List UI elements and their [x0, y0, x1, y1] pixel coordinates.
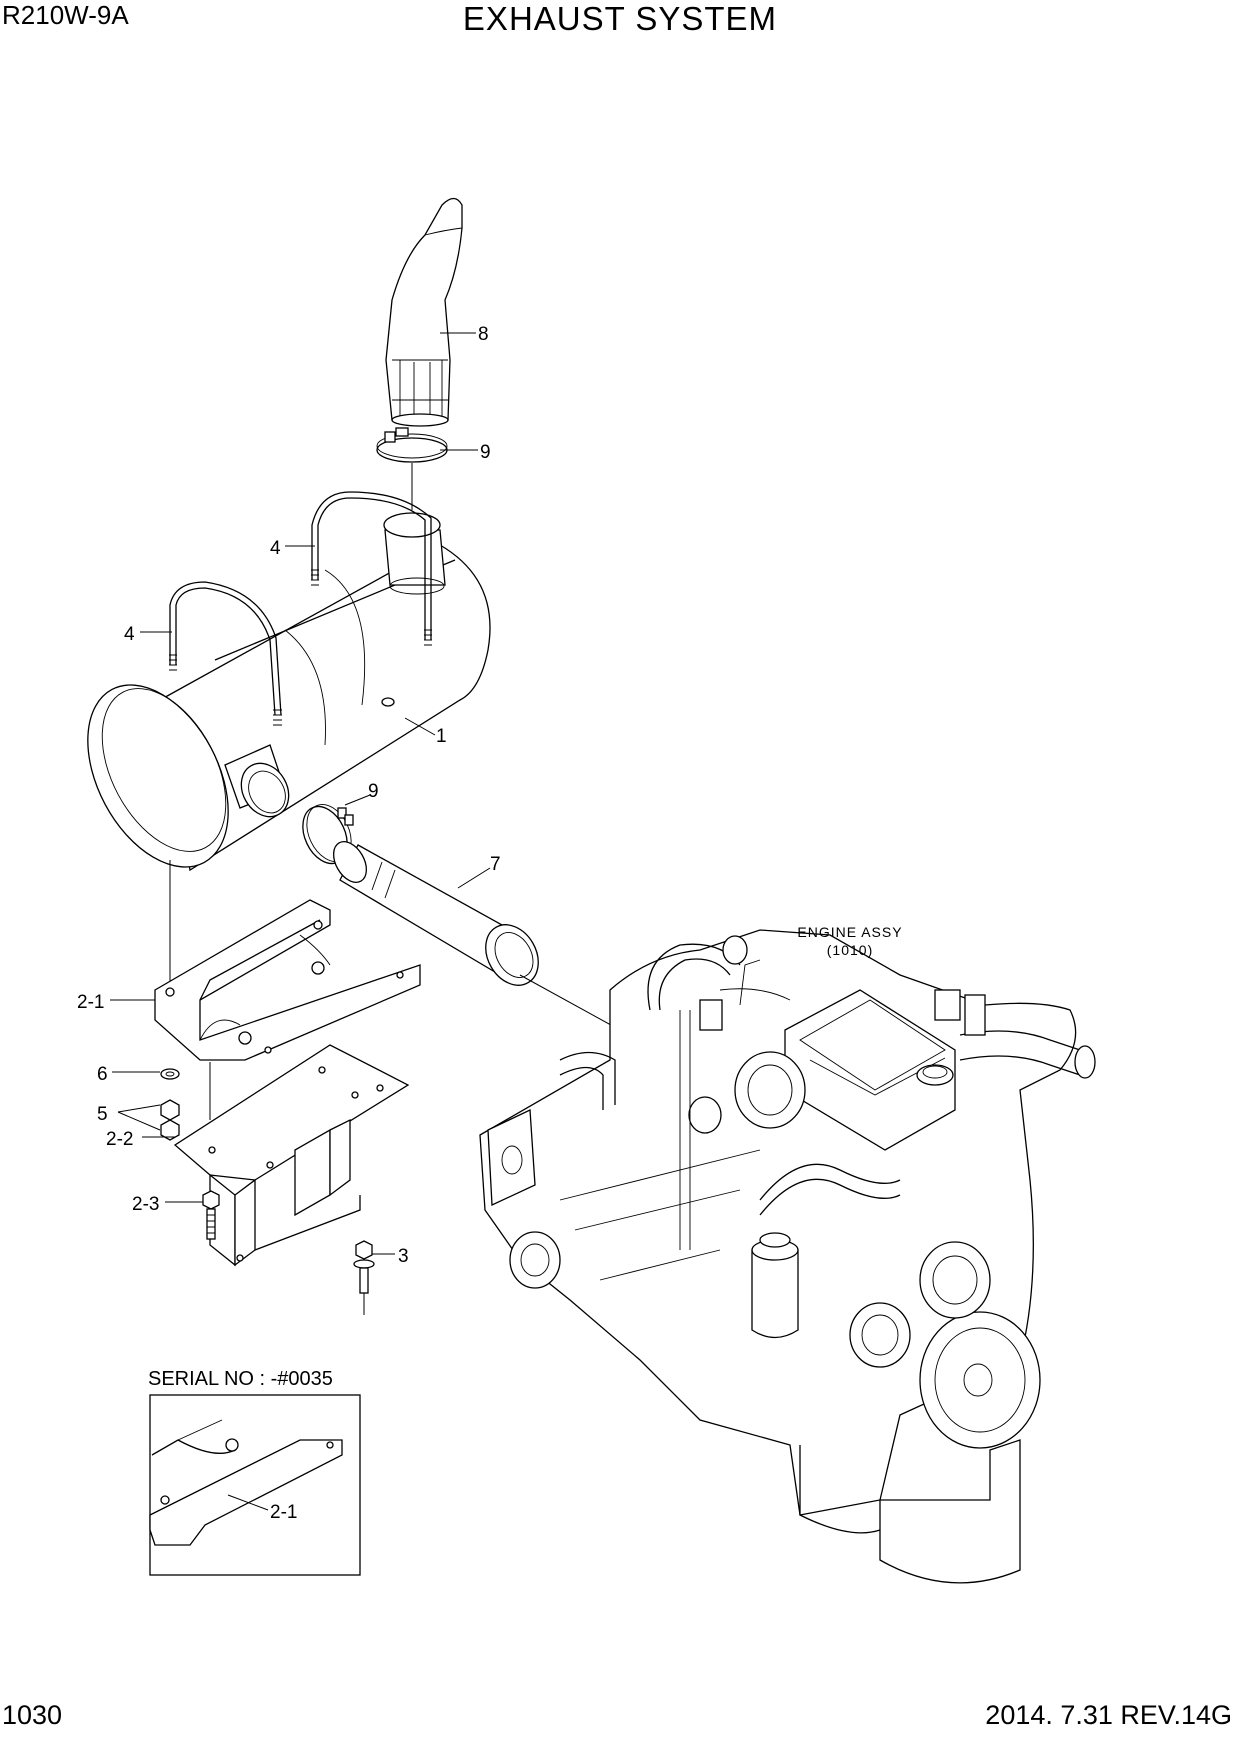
callout-2-1: 2-1 [77, 992, 104, 1013]
callout-9-lower: 9 [368, 781, 379, 802]
engine-assy-label: ENGINE ASSY [797, 924, 902, 940]
callout-2-1-inset: 2-1 [270, 1502, 297, 1523]
parts-2-3-and-3-bolts [202, 1190, 375, 1315]
part-1-muffler [87, 512, 491, 985]
serial-no-label: SERIAL NO : -#0035 [148, 1368, 333, 1390]
callout-2-3: 2-3 [132, 1194, 159, 1215]
model-code: R210W-9A [2, 0, 129, 30]
part-7-pipe [332, 841, 621, 1031]
serial-inset [149, 1394, 361, 1576]
callout-4-lower: 4 [124, 624, 135, 645]
page-number: 1030 [2, 1700, 63, 1730]
engine-assy-code: (1010) [827, 942, 873, 958]
callout-leaders [110, 332, 491, 1511]
callout-2-2: 2-2 [106, 1129, 133, 1150]
callout-1: 1 [436, 726, 447, 747]
callout-6: 6 [97, 1064, 108, 1085]
callout-9-upper: 9 [480, 442, 491, 463]
part-9-upper-clamp [376, 427, 448, 510]
parts-5-6-hardware [160, 1062, 211, 1141]
callout-7: 7 [490, 854, 501, 875]
revision-date: 2014. 7.31 REV.14G [985, 1700, 1232, 1730]
callout-4-upper: 4 [270, 538, 281, 559]
part-2-1-bracket [154, 899, 421, 1061]
page-title: EXHAUST SYSTEM [462, 0, 778, 37]
callout-5: 5 [97, 1104, 108, 1125]
part-8-tail-pipe [385, 197, 463, 427]
engine-assembly [479, 929, 1096, 1584]
callout-8: 8 [478, 324, 489, 345]
part-4-u-bolts [169, 491, 432, 726]
callout-3: 3 [398, 1246, 409, 1267]
